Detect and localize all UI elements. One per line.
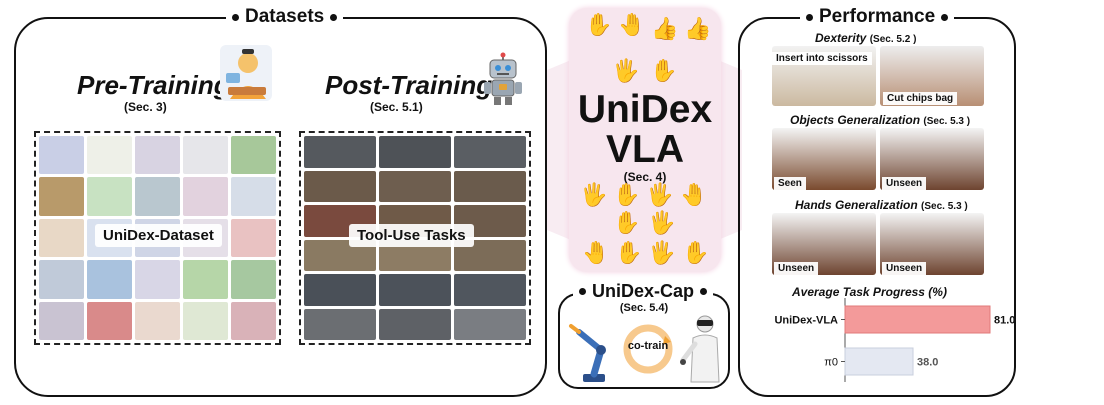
unidex-vla-title-line1: UniDex — [577, 88, 713, 131]
dataset-thumbnail — [87, 136, 132, 175]
objects-tag-seen: Seen — [774, 177, 806, 190]
hand-icon: 🖐 — [648, 210, 676, 235]
pretraining-ref: (Sec. 3) — [124, 100, 167, 114]
task-photo — [454, 274, 526, 306]
dataset-thumbnail — [135, 177, 180, 216]
posttraining-title: Post-Training — [325, 70, 493, 100]
title-dot-left-icon — [806, 13, 813, 21]
dexterity-tag-scissors: Insert into scissors — [772, 52, 872, 65]
task-photo — [304, 170, 376, 202]
robot-arm-icon — [563, 318, 619, 384]
average-task-progress-chart: UniDex-VLA 81.0 π0 38.0 — [774, 298, 1015, 382]
hand-icon: ✋ — [613, 182, 641, 207]
dataset-thumbnail — [135, 301, 180, 340]
title-dot-right-icon — [330, 13, 338, 21]
hand-icon: ✋ — [615, 240, 643, 265]
dataset-thumbnail — [87, 301, 132, 340]
dataset-thumbnail — [231, 260, 276, 299]
dataset-thumbnail — [231, 301, 276, 340]
task-photo — [379, 136, 451, 168]
dataset-thumbnail — [231, 136, 276, 175]
title-dot-left-icon — [579, 288, 586, 295]
center-connector-left — [547, 60, 571, 240]
pretraining-title: Pre-Training — [77, 70, 230, 100]
dataset-thumbnail — [39, 301, 84, 340]
hand-icon: 🤚 — [618, 12, 646, 37]
hand-icon: 🖐 — [580, 182, 608, 207]
value-label: 38.0 — [917, 357, 938, 369]
unidex-cap-title: UniDex-Cap — [573, 281, 714, 302]
dataset-thumbnail — [231, 218, 276, 258]
task-photo — [454, 308, 526, 340]
dataset-thumbnail — [39, 260, 84, 299]
bar-unidex-vla — [844, 305, 991, 334]
task-photo — [454, 136, 526, 168]
dataset-thumbnail — [87, 177, 132, 216]
hand-icon: ✋ — [650, 58, 678, 83]
hand-icon: 🖐 — [646, 182, 674, 207]
dataset-thumbnail — [183, 301, 228, 340]
dataset-thumbnail — [39, 136, 84, 175]
hands-generalization-heading: Hands Generalization (Sec. 5.3 ) — [795, 198, 968, 212]
bar-pi0 — [844, 347, 914, 376]
hand-icon: ✋ — [682, 240, 710, 265]
title-dot-right-icon — [700, 288, 708, 295]
task-photo — [379, 274, 451, 306]
cotrain-cycle-icon — [621, 322, 675, 376]
objects-tag-unseen: Unseen — [882, 177, 927, 190]
dexterity-tag-chips: Cut chips bag — [883, 92, 958, 105]
value-label: 81.0 — [994, 315, 1015, 327]
unidex-dataset-label: UniDex-Dataset — [95, 224, 222, 247]
hand-icon: 🖐 — [612, 58, 640, 83]
title-dot-left-icon — [232, 13, 239, 21]
hand-icon: 👍 — [684, 16, 712, 41]
dataset-thumbnail — [183, 136, 228, 175]
chart-title: Average Task Progress (%) — [792, 285, 947, 299]
hand-icon: 👍 — [651, 16, 679, 41]
center-connector-right — [718, 60, 742, 240]
dataset-thumbnail — [39, 177, 84, 216]
dataset-thumbnail — [183, 177, 228, 216]
unidex-cap-ref: (Sec. 5.4) — [619, 302, 669, 314]
cotrain-label: co-train — [627, 340, 669, 352]
datasets-title: Datasets — [226, 6, 344, 28]
task-photo — [304, 308, 376, 340]
task-photo — [454, 170, 526, 202]
hand-icon: ✋ — [585, 12, 613, 37]
task-photo — [304, 274, 376, 306]
unidex-vla-card — [569, 8, 721, 272]
dataset-thumbnail — [87, 260, 132, 299]
hand-icon: 🖐 — [648, 240, 676, 265]
robot-icon — [481, 52, 525, 106]
dexterity-heading: Dexterity (Sec. 5.2 ) — [815, 31, 917, 45]
dataset-thumbnail — [231, 177, 276, 216]
posttraining-image-box — [299, 131, 531, 345]
task-photo — [379, 308, 451, 340]
performance-title: Performance — [800, 6, 955, 28]
person-with-headset-icon — [218, 43, 274, 103]
category-label: UniDex-VLA — [774, 315, 838, 327]
human-with-vr-icon — [677, 312, 723, 384]
dataset-thumbnail — [135, 260, 180, 299]
objects-generalization-heading: Objects Generalization (Sec. 5.3 ) — [790, 113, 971, 127]
pretraining-image-box — [34, 131, 281, 345]
dataset-thumbnail — [39, 218, 84, 258]
posttraining-photo-grid — [304, 136, 526, 340]
hands-tag-right: Unseen — [882, 262, 927, 275]
posttraining-ref: (Sec. 5.1) — [370, 100, 423, 114]
dataset-thumbnail — [183, 260, 228, 299]
title-dot-right-icon — [941, 13, 949, 21]
hands-tag-left: Unseen — [774, 262, 819, 275]
tool-use-tasks-label: Tool-Use Tasks — [349, 224, 474, 247]
unidex-vla-title-line2: VLA — [606, 128, 684, 171]
task-photo — [304, 136, 376, 168]
hand-icon: 🤚 — [582, 240, 610, 265]
dataset-thumbnail — [135, 136, 180, 175]
task-photo — [379, 170, 451, 202]
unidex-vla-ref: (Sec. 4) — [623, 170, 667, 184]
category-label: π0 — [824, 357, 838, 369]
hand-icon: ✋ — [613, 210, 641, 235]
hand-icon: 🤚 — [680, 182, 708, 207]
